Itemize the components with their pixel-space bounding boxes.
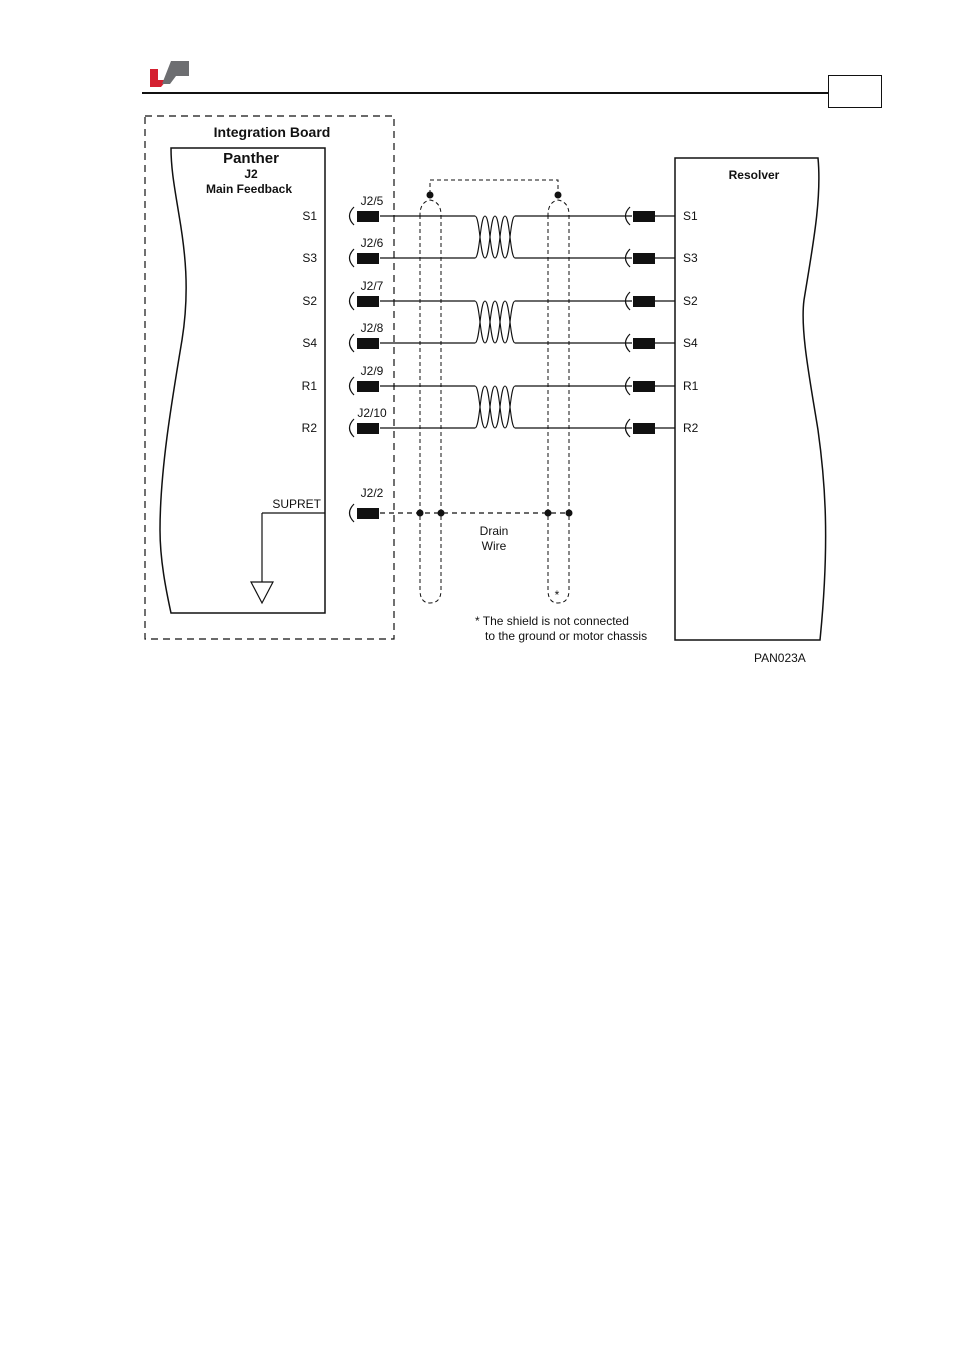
drain-node-4 <box>566 510 573 517</box>
panther-pin <box>357 211 379 222</box>
pin-label: J2/10 <box>357 406 387 420</box>
supret-pin <box>357 508 379 519</box>
twisted-pair-1-icon <box>475 216 515 258</box>
panther-signal-label: R1 <box>302 379 318 393</box>
panther-socket-icon <box>350 334 355 352</box>
drain-wire-label-line1: Drain <box>480 524 509 538</box>
company-logo-icon <box>150 61 189 87</box>
panther-title: Panther <box>223 150 279 167</box>
panther-pin <box>357 381 379 392</box>
resolver-signal-label: S3 <box>683 251 698 265</box>
pin-label: J2/7 <box>361 279 384 293</box>
shield-note-line2: to the ground or motor chassis <box>485 629 647 643</box>
twisted-pair-2-icon <box>475 301 515 343</box>
resolver-pin <box>633 381 655 392</box>
signal-rows: S1J2/5S1S3J2/6S3S2J2/7S2S4J2/8S4R1J2/9R1… <box>302 194 699 437</box>
shield-bridge <box>430 180 558 194</box>
pin-label: J2/9 <box>361 364 384 378</box>
signal-row-r1: R1 J2/9R1 <box>302 364 699 395</box>
panther-signal-label: R2 <box>302 421 318 435</box>
panther-pin <box>357 296 379 307</box>
resolver-pin <box>633 253 655 264</box>
pin-label: J2/5 <box>361 194 384 208</box>
panther-connector: J2 <box>244 167 258 181</box>
drain-node-3 <box>545 510 552 517</box>
signal-row-s1: S1 J2/5S1 <box>302 194 698 225</box>
panther-signal-label: S2 <box>302 294 317 308</box>
resolver-pin <box>633 211 655 222</box>
cable-shield-left <box>420 200 441 603</box>
figure-id: PAN023A <box>754 651 806 665</box>
panther-block <box>160 148 325 613</box>
resolver-pin <box>633 423 655 434</box>
panther-socket-icon <box>350 419 355 437</box>
panther-signal-label: S1 <box>302 209 317 223</box>
pin-label: J2/8 <box>361 321 384 335</box>
resolver-signal-label: S1 <box>683 209 698 223</box>
resolver-block <box>675 158 826 640</box>
resolver-signal-label: R2 <box>683 421 699 435</box>
shield-node-right <box>555 192 562 199</box>
resolver-pin <box>633 296 655 307</box>
resolver-signal-label: R1 <box>683 379 699 393</box>
panther-pin <box>357 338 379 349</box>
shield-note-line1: * The shield is not connected <box>475 614 629 628</box>
twist-strand <box>475 216 515 258</box>
panther-pin <box>357 423 379 434</box>
shield-asterisk: * <box>555 588 560 602</box>
panther-signal-label: S3 <box>302 251 317 265</box>
supret-label: SUPRET <box>272 497 321 511</box>
pin-label: J2/6 <box>361 236 384 250</box>
panther-pin <box>357 253 379 264</box>
drain-node-2 <box>438 510 445 517</box>
twist-strand <box>475 386 515 428</box>
signal-row-s2: S2 J2/7S2 <box>302 279 698 310</box>
panther-signal-label: S4 <box>302 336 317 350</box>
panther-socket-icon <box>350 292 355 310</box>
twist-strand <box>475 301 515 343</box>
panther-subtitle: Main Feedback <box>206 182 292 196</box>
twist-strand <box>475 386 515 428</box>
twisted-pairs <box>475 216 515 428</box>
panther-socket-icon <box>350 207 355 225</box>
resolver-label: Resolver <box>729 168 780 182</box>
resolver-signal-label: S4 <box>683 336 698 350</box>
shield-node-left <box>427 192 434 199</box>
cable-shield-right <box>548 200 569 603</box>
resolver-pin <box>633 338 655 349</box>
twisted-pair-3-icon <box>475 386 515 428</box>
supret-pin-label: J2/2 <box>361 486 384 500</box>
resolver-signal-label: S2 <box>683 294 698 308</box>
panther-socket-icon <box>350 377 355 395</box>
integration-board-label: Integration Board <box>214 124 331 140</box>
panther-socket-icon <box>350 249 355 267</box>
twist-strand <box>475 301 515 343</box>
drain-wire-label-line2: Wire <box>482 539 507 553</box>
drain-node-1 <box>417 510 424 517</box>
supret-socket <box>350 504 355 522</box>
twist-strand <box>475 216 515 258</box>
